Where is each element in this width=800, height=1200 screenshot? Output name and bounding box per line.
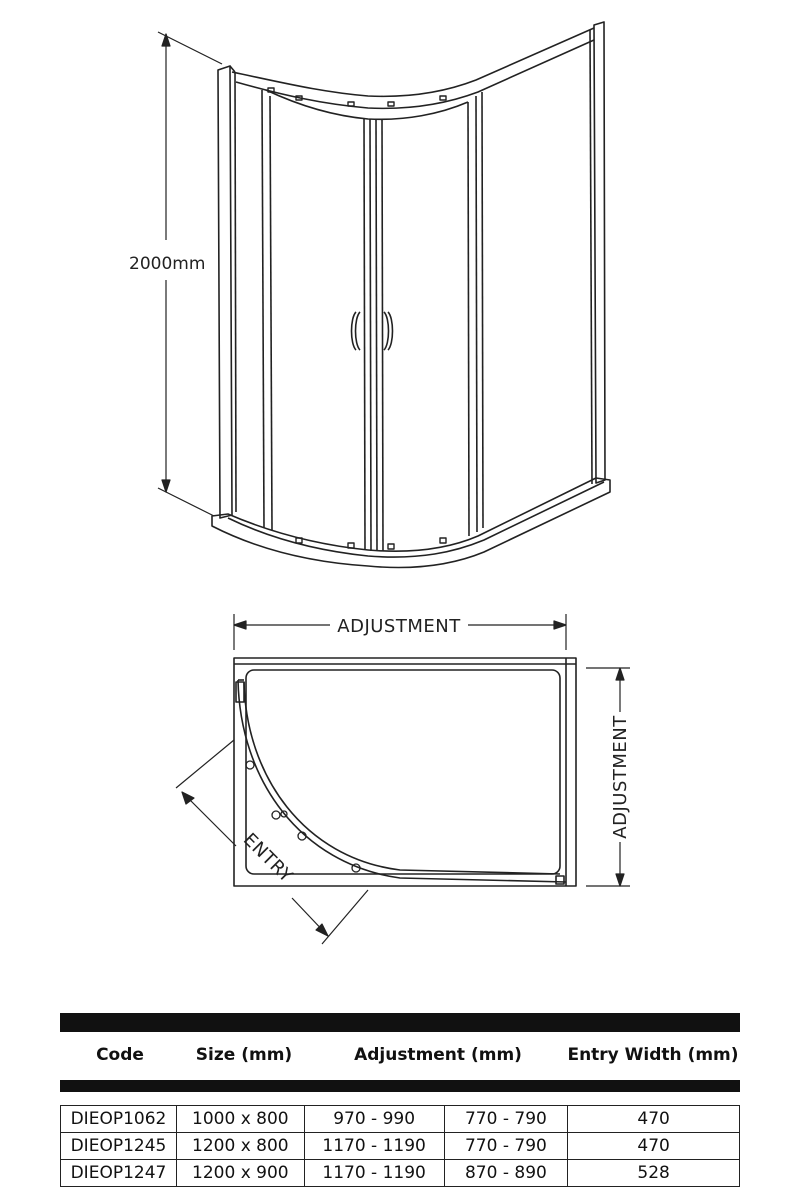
right-sliding-door bbox=[375, 118, 384, 552]
spec-table: DIEOP1062 1000 x 800 970 - 990 770 - 790… bbox=[60, 1105, 740, 1187]
right-wall-post bbox=[589, 21, 606, 485]
table-header-bar bbox=[60, 1080, 740, 1092]
table-top-bar bbox=[60, 1013, 740, 1032]
cell-code: DIEOP1062 bbox=[60, 1105, 177, 1133]
cell-code: DIEOP1247 bbox=[60, 1159, 177, 1187]
shower-tray bbox=[211, 477, 611, 569]
header-adjustment: Adjustment (mm) bbox=[354, 1045, 522, 1065]
shower-enclosure-drawing: 2000mm ADJUSTMENT ADJUSTMENT ENTRY bbox=[129, 21, 631, 945]
adjustment-top-label: ADJUSTMENT bbox=[337, 616, 461, 637]
cell-adjustment-b: 770 - 790 bbox=[443, 1105, 569, 1133]
plan-view bbox=[233, 657, 577, 887]
roller-fixings bbox=[267, 87, 447, 550]
door-handles bbox=[350, 311, 394, 351]
cell-adjustment-b: 770 - 790 bbox=[443, 1132, 569, 1160]
top-frame bbox=[231, 27, 595, 121]
entry-dimension bbox=[175, 739, 369, 945]
cell-size: 1200 x 900 bbox=[175, 1159, 305, 1187]
plan-handles bbox=[245, 760, 361, 873]
adjustment-side-label: ADJUSTMENT bbox=[610, 715, 631, 839]
table-row: DIEOP1247 1200 x 900 1170 - 1190 870 - 8… bbox=[60, 1159, 740, 1187]
cell-adjustment-a: 1170 - 1190 bbox=[303, 1132, 445, 1160]
entry-label: ENTRY bbox=[239, 829, 297, 887]
cell-entry-width: 470 bbox=[567, 1132, 740, 1160]
cell-adjustment-b: 870 - 890 bbox=[443, 1159, 569, 1187]
left-fixed-panel bbox=[261, 89, 273, 531]
cell-entry-width: 470 bbox=[567, 1105, 740, 1133]
cell-size: 1000 x 800 bbox=[175, 1105, 305, 1133]
side-adjustment-dimension bbox=[586, 667, 630, 887]
cell-entry-width: 528 bbox=[567, 1159, 740, 1187]
table-row: DIEOP1062 1000 x 800 970 - 990 770 - 790… bbox=[60, 1105, 740, 1133]
height-label: 2000mm bbox=[129, 254, 205, 274]
header-size: Size (mm) bbox=[195, 1045, 293, 1065]
left-sliding-door bbox=[363, 117, 372, 552]
cell-adjustment-a: 1170 - 1190 bbox=[303, 1159, 445, 1187]
cell-size: 1200 x 800 bbox=[175, 1132, 305, 1160]
cell-code: DIEOP1245 bbox=[60, 1132, 177, 1160]
header-entry-width: Entry Width (mm) bbox=[567, 1045, 739, 1065]
table-header: Code Size (mm) Adjustment (mm) Entry Wid… bbox=[60, 1032, 740, 1080]
height-dimension bbox=[157, 31, 223, 517]
right-fixed-panel bbox=[467, 91, 484, 537]
header-code: Code bbox=[96, 1045, 144, 1065]
left-wall-post bbox=[217, 65, 237, 519]
cell-adjustment-a: 970 - 990 bbox=[303, 1105, 445, 1133]
top-adjustment-dimension bbox=[233, 614, 567, 650]
table-row: DIEOP1245 1200 x 800 1170 - 1190 770 - 7… bbox=[60, 1132, 740, 1160]
